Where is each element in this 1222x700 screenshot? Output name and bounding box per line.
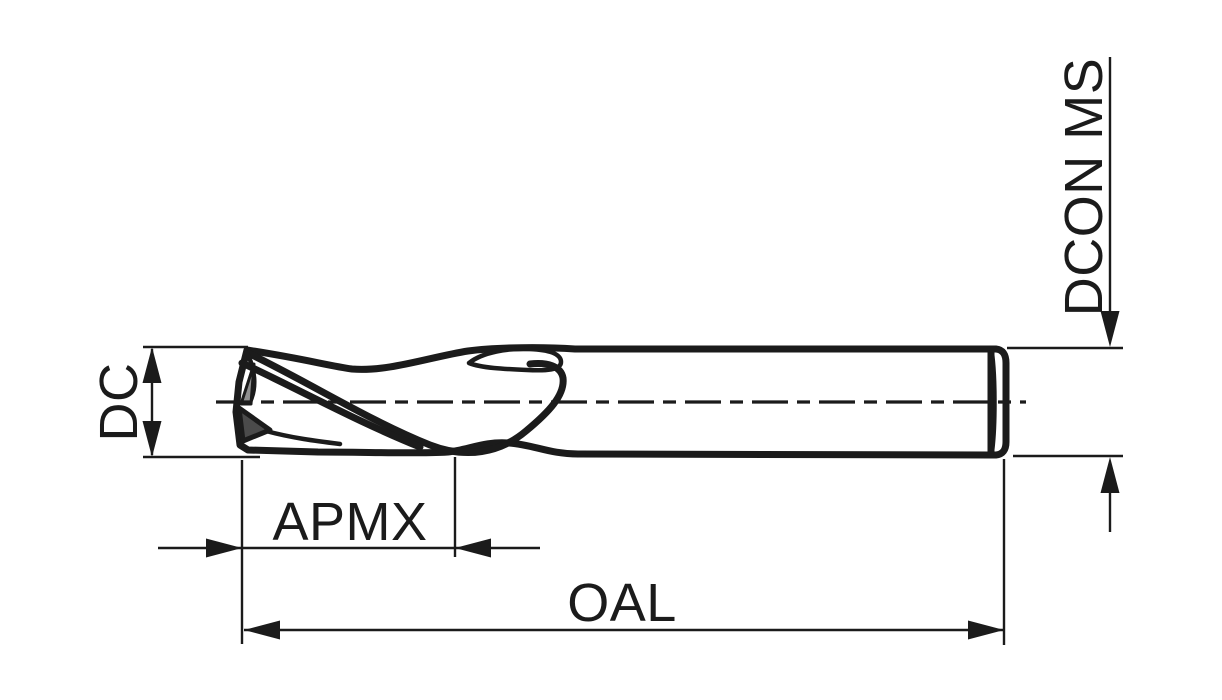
flute-spiral-edge-inner [238, 359, 424, 451]
dcon-dimension: DCON MS [1007, 57, 1123, 532]
shank-end-cap [987, 345, 1010, 459]
tool-drawing [216, 344, 1026, 459]
tip-lip-edge [263, 428, 343, 447]
dcon-arrowhead-down [1100, 311, 1120, 347]
dc-arrowhead-down [142, 421, 162, 457]
dc-label: DC [89, 363, 149, 442]
oal-arrowhead-right [968, 620, 1004, 640]
tip-facet [239, 362, 256, 406]
flute-gash [466, 346, 564, 373]
tool-body [232, 344, 995, 459]
shank-end-face-line [991, 354, 997, 451]
dcon-ms-label: DCON MS [1054, 58, 1114, 317]
apmx-arrowhead-right [455, 538, 491, 558]
tip-flute-shadow [236, 405, 273, 444]
oal-dimension: OAL [244, 459, 1006, 645]
dc-dimension: DC [89, 345, 260, 459]
oal-label: OAL [567, 573, 677, 633]
oal-arrowhead-left [244, 620, 280, 640]
dc-arrowhead-up [142, 347, 162, 383]
apmx-dimension: APMX [158, 457, 540, 644]
apmx-label: APMX [272, 492, 427, 552]
apmx-arrowhead-left [206, 538, 242, 558]
dcon-arrowhead-up [1100, 457, 1120, 493]
